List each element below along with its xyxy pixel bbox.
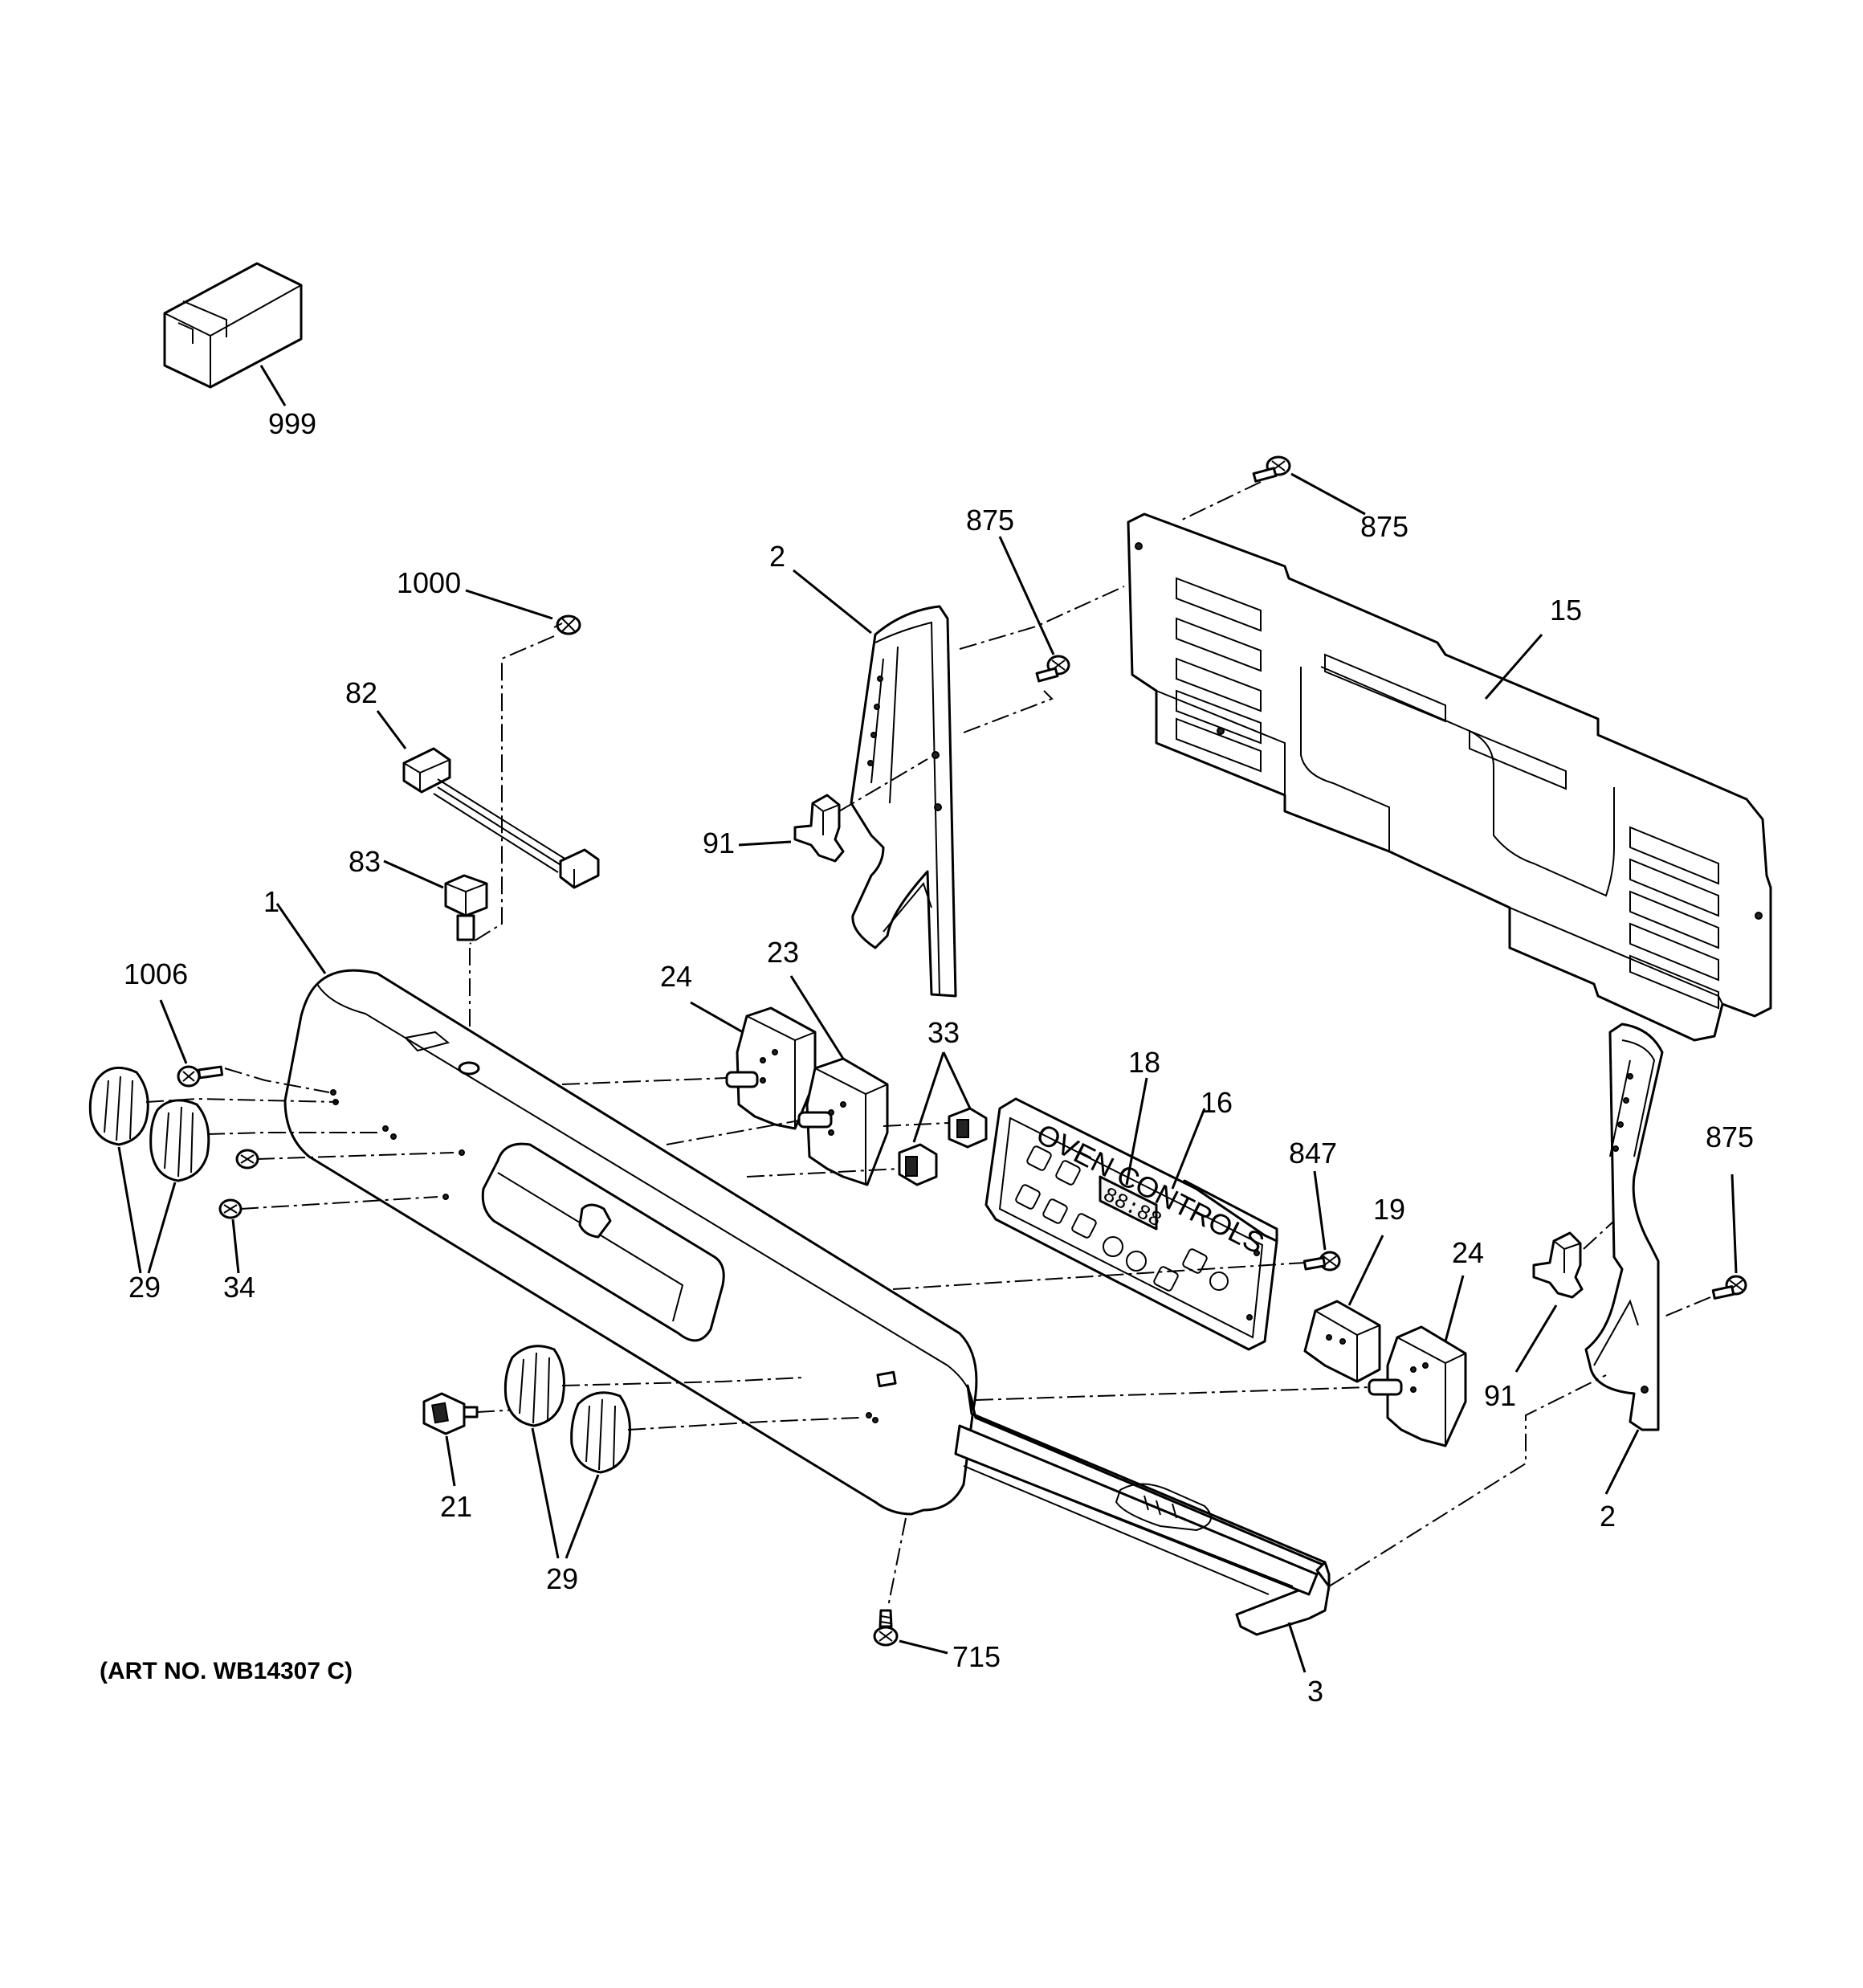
callout-875-upper: 875 xyxy=(966,504,1014,537)
callout-91-upper: 91 xyxy=(703,827,735,859)
part-999-box xyxy=(163,262,303,389)
part-34-plugs xyxy=(218,1149,259,1219)
part-2-side-bracket-right xyxy=(1584,1023,1664,1431)
callout-24-left: 24 xyxy=(660,960,692,993)
callout-1000: 1000 xyxy=(397,566,461,599)
part-15-back-shield xyxy=(1127,512,1772,1042)
callout-1: 1 xyxy=(263,885,279,918)
control-buttons xyxy=(1015,1145,1229,1292)
callout-1006: 1006 xyxy=(124,957,188,990)
callout-19: 19 xyxy=(1373,1193,1405,1226)
callout-24-right: 24 xyxy=(1452,1236,1484,1269)
part-875-screw-upper xyxy=(1035,655,1070,683)
part-33-indicator-lights xyxy=(898,1107,988,1186)
part-82-wire-harness xyxy=(402,747,600,889)
vent-slots-left xyxy=(1176,577,1262,773)
callout-23: 23 xyxy=(767,936,799,969)
callout-21: 21 xyxy=(440,1490,472,1523)
part-19-switch xyxy=(1303,1300,1381,1383)
callout-34: 34 xyxy=(223,1271,255,1304)
part-23-infinite-switch xyxy=(797,1057,889,1186)
part-1006-screw xyxy=(177,1065,224,1088)
part-91-clip-right xyxy=(1532,1231,1584,1299)
art-number: (ART NO. WB14307 C) xyxy=(100,1658,353,1684)
callout-82: 82 xyxy=(345,676,377,709)
part-91-clip-upper xyxy=(793,794,845,863)
part-21-switch xyxy=(422,1392,479,1435)
part-24-infinite-switch-right xyxy=(1368,1325,1467,1447)
part-715-screw xyxy=(873,1609,899,1647)
part-1000-screw xyxy=(553,614,581,635)
part-29-knobs-left xyxy=(88,1066,210,1182)
part-29-knobs-lower xyxy=(503,1345,631,1474)
part-847-screw xyxy=(1302,1251,1341,1272)
callout-91-right: 91 xyxy=(1484,1379,1516,1412)
part-3-lower-trim xyxy=(954,1384,1331,1636)
callout-29-lower: 29 xyxy=(546,1562,578,1595)
vent-slots-center xyxy=(1324,653,1567,790)
callout-83: 83 xyxy=(349,845,381,878)
part-875-screw-right xyxy=(1711,1275,1747,1300)
part-875-screw-top xyxy=(1252,455,1291,483)
callout-847: 847 xyxy=(1289,1137,1337,1170)
callout-3: 3 xyxy=(1307,1675,1323,1708)
callout-labels: 999 1000 82 83 1 1006 29 34 2 875 875 15… xyxy=(100,407,1754,1708)
callout-18: 18 xyxy=(1128,1046,1160,1079)
callout-16: 16 xyxy=(1201,1086,1233,1119)
part-16-oven-control: OVEN CONTROLS 88:88 xyxy=(984,1097,1278,1351)
callout-2-right: 2 xyxy=(1600,1500,1616,1533)
callout-15: 15 xyxy=(1550,594,1582,627)
part-2-side-bracket-upper xyxy=(850,605,957,998)
part-24-infinite-switch-left xyxy=(725,1006,817,1130)
callout-33: 33 xyxy=(927,1016,960,1049)
callout-875-right: 875 xyxy=(1706,1121,1754,1153)
callout-2-upper: 2 xyxy=(769,540,785,573)
callout-29-left: 29 xyxy=(128,1271,161,1304)
vent-slots-right xyxy=(1629,826,1719,1010)
part-83-switch xyxy=(444,874,488,941)
callout-875-top: 875 xyxy=(1360,510,1408,543)
callout-715: 715 xyxy=(952,1640,1001,1673)
part-1-control-panel xyxy=(283,969,978,1516)
callout-999: 999 xyxy=(268,407,316,440)
